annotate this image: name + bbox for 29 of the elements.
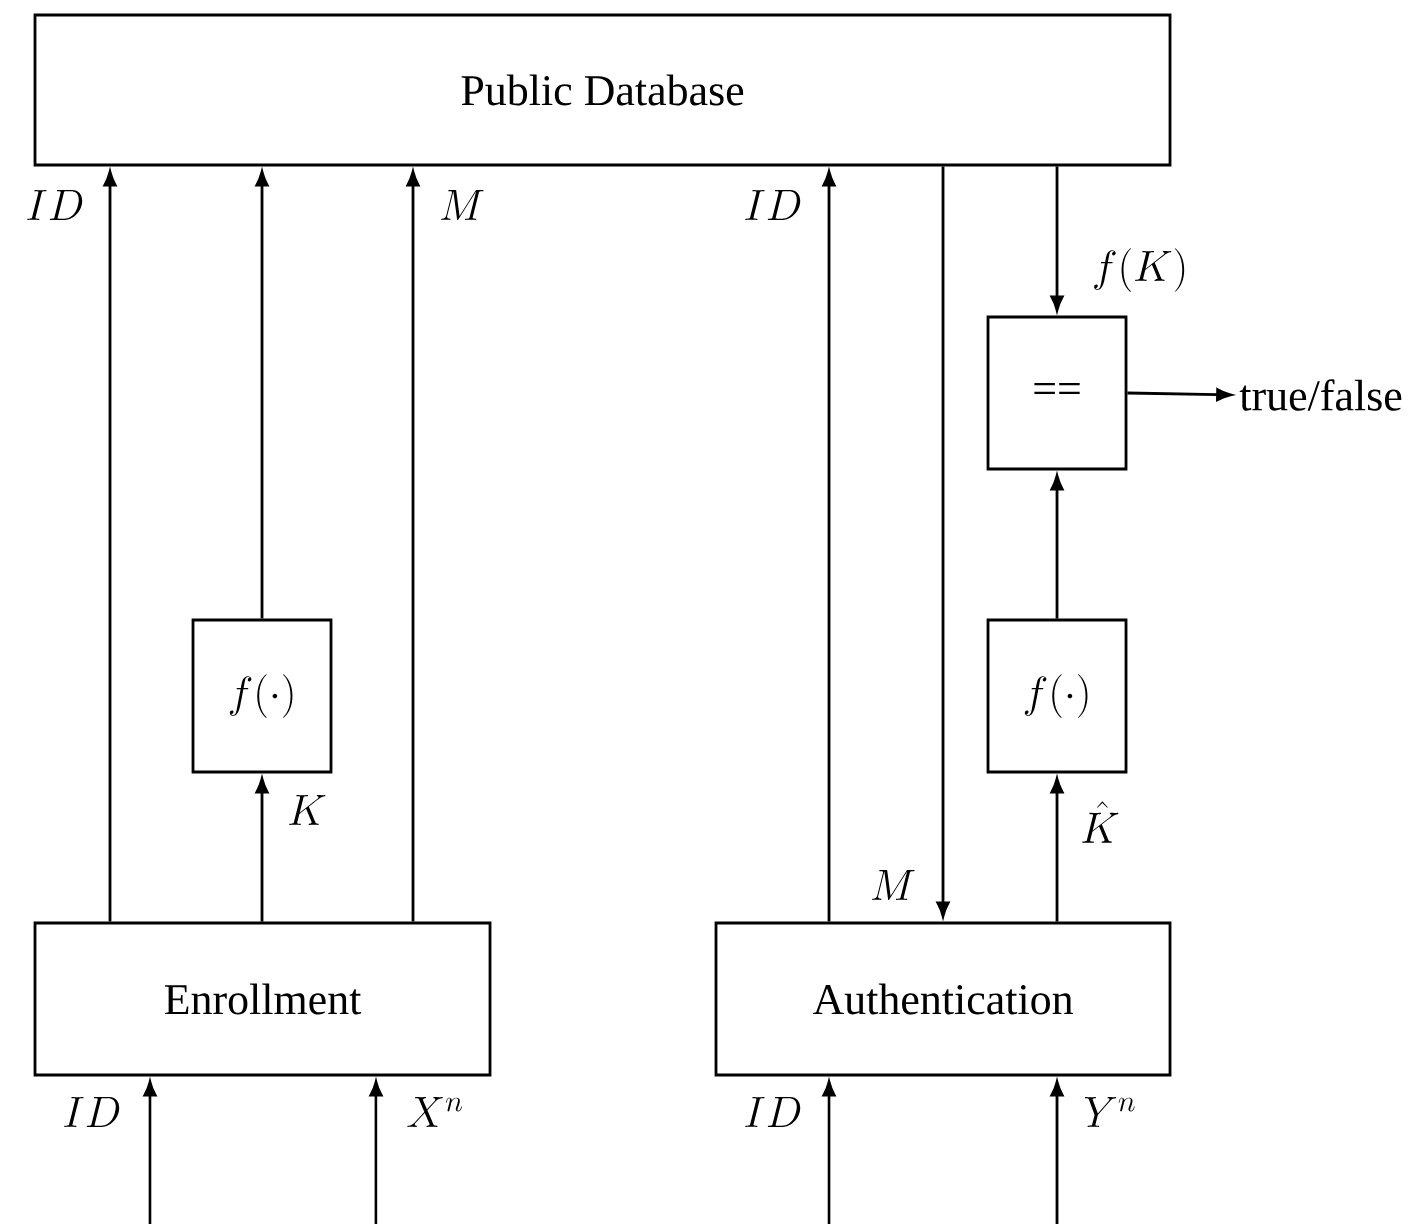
process-box: Public Database	[33, 13, 1172, 167]
process-box: $f(\cdot)$	[986, 618, 1128, 774]
arrow	[822, 1080, 836, 1224]
output-label: true/false	[1239, 379, 1402, 411]
arrow	[1050, 1080, 1064, 1224]
process-box: ==	[986, 315, 1128, 471]
edge-label: $ID$	[27, 190, 83, 220]
arrow	[406, 170, 420, 922]
edge-label: $M$	[441, 190, 484, 220]
edge-label: $M$	[872, 870, 915, 900]
arrow	[369, 1080, 383, 1224]
arrow	[1050, 166, 1064, 312]
edge-label: $ID$	[64, 1097, 120, 1127]
arrow	[936, 166, 950, 918]
process-box: Authentication	[714, 921, 1172, 1077]
edge-label: $f(K)$	[1094, 248, 1185, 292]
edge-label: $Y^n$	[1084, 1097, 1135, 1127]
arrow	[1050, 474, 1064, 619]
arrow	[143, 1080, 157, 1224]
edge-label: $X^n$	[407, 1097, 463, 1127]
edge-label: $\hat{K}$	[1082, 801, 1119, 843]
arrow	[822, 170, 836, 922]
edge-label: $K$	[289, 795, 326, 825]
edge-label: $ID$	[745, 190, 801, 220]
edge-label: $ID$	[745, 1097, 801, 1127]
process-box: $f(\cdot)$	[191, 618, 333, 774]
arrow	[1050, 777, 1064, 922]
arrow	[103, 170, 117, 922]
process-box: Enrollment	[33, 921, 492, 1077]
